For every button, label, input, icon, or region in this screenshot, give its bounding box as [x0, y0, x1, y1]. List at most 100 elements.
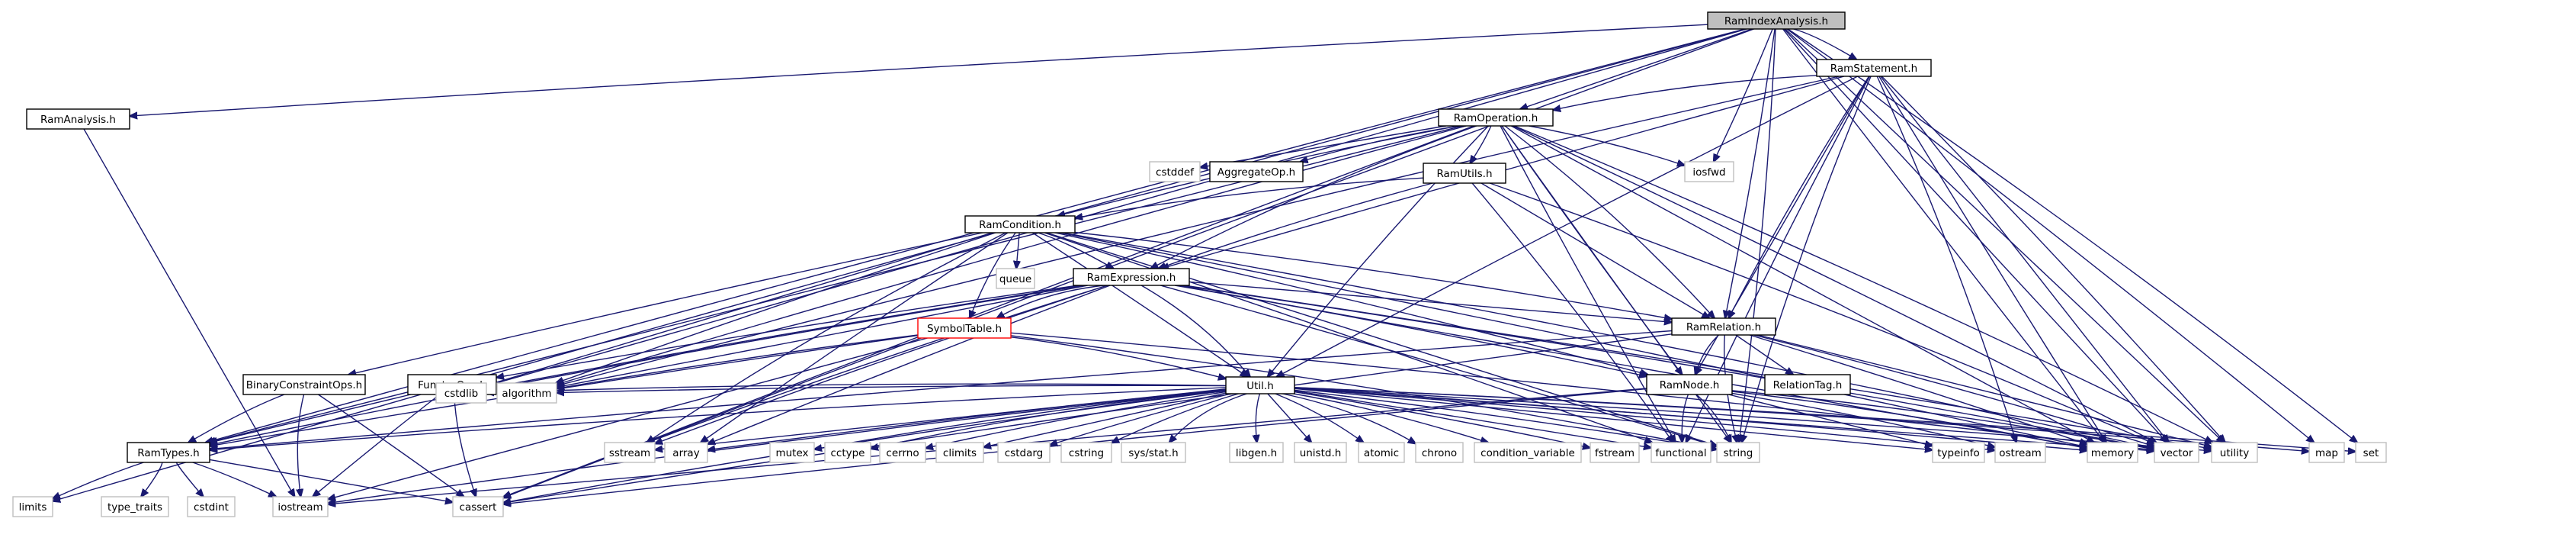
node-box-util [1225, 376, 1295, 394]
edge-expr-to-vector [1181, 285, 2154, 449]
node-label-mutex: mutex [775, 447, 808, 459]
node-label-binop: BinaryConstraintOps.h [246, 379, 362, 391]
node-utils[interactable]: RamUtils.h [1423, 163, 1506, 184]
node-cassert: cassert [452, 496, 504, 517]
edge-functor-to-cassert [454, 394, 476, 497]
edge-stmt-to-string [1742, 76, 1872, 443]
edge-util-to-chrono [1282, 393, 1416, 443]
edge-expr-to-string [1160, 285, 1717, 446]
node-reltag[interactable]: RelationTag.h [1764, 374, 1851, 395]
node-label-reltag: RelationTag.h [1773, 379, 1843, 391]
edge-cond-to-array [701, 232, 1009, 443]
node-label-cerrno: cerrno [886, 447, 919, 459]
edge-util-to-sysstat [1169, 393, 1247, 443]
node-memory: memory [2087, 442, 2138, 463]
edge-cond-to-node [1054, 232, 1648, 375]
node-box-cstdint [187, 496, 236, 517]
node-analysis[interactable]: RamAnalysis.h [26, 108, 130, 130]
node-libgen: libgen.h [1229, 442, 1284, 463]
node-box-array [664, 442, 708, 463]
node-box-fstream [1590, 442, 1640, 463]
edge-util-to-string [1294, 389, 1717, 449]
node-box-atomic [1358, 442, 1405, 463]
edge-util-to-unistd [1267, 393, 1311, 443]
node-box-string [1716, 442, 1760, 463]
edge-types-to-iostream [192, 462, 277, 497]
node-label-libgen: libgen.h [1236, 447, 1277, 459]
edge-functor-to-types [210, 394, 411, 443]
node-label-atomic: atomic [1364, 447, 1399, 459]
node-rel[interactable]: RamRelation.h [1671, 317, 1776, 336]
edge-utils-to-cond [1075, 177, 1424, 218]
edge-util-to-atomic [1275, 393, 1364, 443]
node-label-limits: limits [19, 501, 47, 514]
edge-op-to-aggop [1301, 125, 1459, 162]
node-box-queue [996, 268, 1035, 289]
edge-stmt-to-rel [1728, 76, 1870, 318]
edge-util-to-typeinfo [1294, 388, 1933, 449]
edge-idx-to-vector [1783, 28, 2167, 443]
edge-cond-to-vector [1062, 232, 2154, 448]
node-box-map [2308, 442, 2345, 463]
node-box-unistd [1294, 442, 1347, 463]
edge-idx-to-analysis [130, 24, 1708, 116]
edge-stmt-to-op [1553, 75, 1817, 110]
edge-op-to-utility [1514, 125, 2212, 443]
node-binop[interactable]: BinaryConstraintOps.h [242, 374, 366, 395]
node-util[interactable]: Util.h [1225, 376, 1295, 394]
node-box-cstddef [1149, 161, 1201, 182]
edge-op-to-iosfwd [1529, 125, 1685, 166]
node-box-iostream [272, 496, 329, 517]
node-limits: limits [12, 496, 53, 517]
node-string: string [1716, 442, 1760, 463]
node-symtab[interactable]: SymbolTable.h [917, 317, 1012, 339]
edge-util-to-climits [983, 392, 1227, 447]
edge-cond-to-queue [1016, 232, 1019, 269]
node-iosfwd: iosfwd [1684, 161, 1734, 182]
node-label-iostream: iostream [277, 501, 322, 514]
edge-util-to-ostream [1294, 388, 1995, 450]
edge-utils-to-functional [1471, 182, 1673, 443]
node-label-op: RamOperation.h [1454, 112, 1538, 124]
edge-cond-to-algorithm [556, 232, 996, 383]
node-box-sysstat [1121, 442, 1186, 463]
edge-idx-to-limits [53, 28, 1747, 501]
node-stmt[interactable]: RamStatement.h [1816, 59, 1932, 77]
node-label-map: map [2315, 447, 2338, 459]
edge-binop-to-iostream [297, 394, 305, 497]
node-label-expr: RamExpression.h [1087, 272, 1176, 284]
node-box-climits [935, 442, 984, 463]
edge-util-to-libgen [1256, 393, 1261, 443]
edge-types-to-cstdint [175, 462, 203, 497]
node-box-utility [2211, 442, 2258, 463]
node-types[interactable]: RamTypes.h [127, 442, 210, 463]
node-op[interactable]: RamOperation.h [1438, 108, 1554, 127]
edge-symtab-to-util [1010, 337, 1226, 379]
node-box-cassert [452, 496, 504, 517]
node-label-aggop: AggregateOp.h [1217, 166, 1295, 179]
edge-cond-to-rel [1074, 231, 1672, 320]
edge-expr-to-node [1174, 285, 1647, 376]
node-aggop[interactable]: AggregateOp.h [1209, 161, 1304, 182]
node-box-algorithm [496, 382, 557, 404]
edge-idx-to-string [1739, 28, 1776, 443]
edge-util-to-cstdlib [486, 383, 1227, 393]
edge-binop-to-cassert [318, 394, 464, 497]
node-label-stmt: RamStatement.h [1830, 63, 1917, 75]
edge-cond-to-util [1032, 232, 1247, 377]
node-box-rel [1671, 317, 1776, 336]
edge-expr-to-array [707, 285, 1111, 444]
node-label-cctype: cctype [830, 447, 865, 459]
node-cond[interactable]: RamCondition.h [964, 215, 1076, 233]
node-label-unistd: unistd.h [1300, 447, 1342, 459]
node-node[interactable]: RamNode.h [1646, 374, 1733, 395]
node-box-iosfwd [1684, 161, 1734, 182]
node-label-types: RamTypes.h [137, 447, 199, 459]
node-idx[interactable]: RamIndexAnalysis.h [1707, 11, 1846, 30]
edge-stmt-to-utility [1881, 76, 2225, 443]
node-vector: vector [2154, 442, 2199, 463]
edge-idx-to-cstdlib [486, 28, 1747, 386]
edge-util-to-set [1294, 387, 2356, 452]
node-expr[interactable]: RamExpression.h [1073, 268, 1190, 286]
